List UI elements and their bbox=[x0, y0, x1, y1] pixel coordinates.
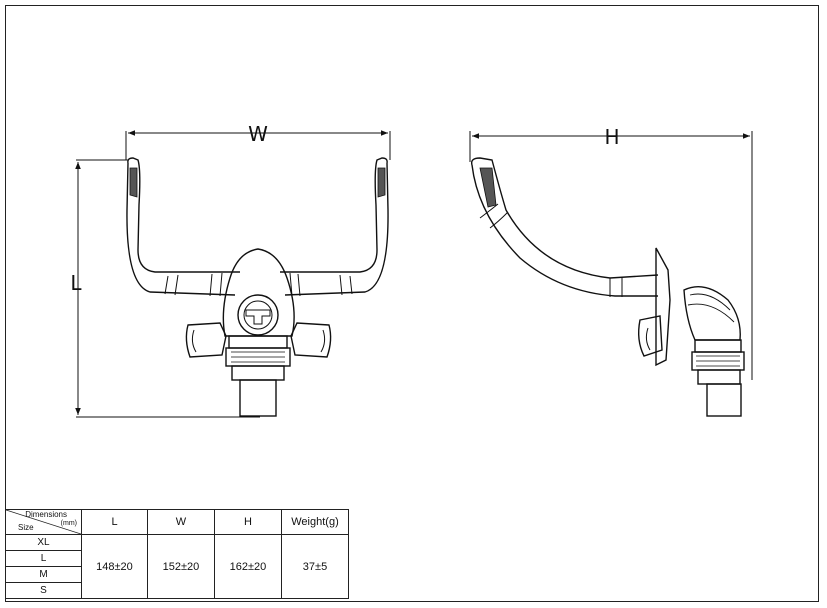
front-view bbox=[75, 130, 391, 418]
header-dimensions-label: Dimensions bbox=[25, 510, 67, 519]
size-dimensions-table: Dimensions (mm) Size L W H Weight(g) XL … bbox=[5, 509, 349, 599]
table-header-corner: Dimensions (mm) Size bbox=[5, 509, 82, 535]
height-label: H bbox=[604, 125, 619, 149]
column-header-w: W bbox=[147, 509, 215, 535]
header-size-label: Size bbox=[18, 523, 34, 532]
size-row-l: L bbox=[5, 550, 82, 567]
width-label: W bbox=[248, 122, 268, 146]
column-header-h: H bbox=[214, 509, 282, 535]
size-row-m: M bbox=[5, 566, 82, 583]
value-weight: 37±5 bbox=[281, 534, 349, 599]
size-row-s: S bbox=[5, 582, 82, 599]
value-l: 148±20 bbox=[81, 534, 148, 599]
drawing-frame bbox=[5, 5, 819, 602]
value-h: 162±20 bbox=[214, 534, 282, 599]
size-row-xl: XL bbox=[5, 534, 82, 551]
length-label: L bbox=[70, 271, 82, 295]
header-unit-label: (mm) bbox=[60, 520, 77, 527]
side-view bbox=[469, 131, 753, 417]
value-w: 152±20 bbox=[147, 534, 215, 599]
column-header-l: L bbox=[81, 509, 148, 535]
header-diagonal bbox=[6, 510, 81, 534]
column-header-weight: Weight(g) bbox=[281, 509, 349, 535]
